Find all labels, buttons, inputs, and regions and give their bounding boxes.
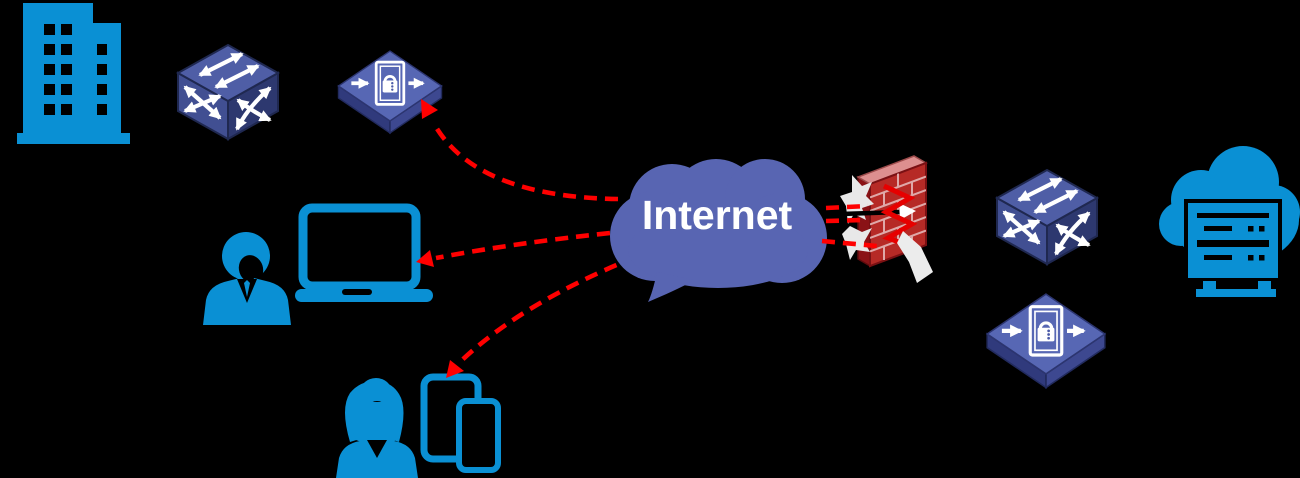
server-unit: [1197, 247, 1269, 269]
cloud-servers-icon: [1159, 146, 1300, 297]
building-windows: [44, 24, 107, 115]
datacenter-switch-icon: [997, 170, 1097, 264]
internet-label: Internet: [642, 192, 793, 238]
vpn-tunnel-arrows: [430, 120, 637, 364]
tunnel-to-branch-gateway: [430, 120, 619, 202]
branch-vpn-gateway-icon: [338, 51, 441, 133]
laptop-icon: [295, 203, 433, 302]
laptop-notch: [342, 289, 372, 295]
blocked-traffic-lines: [821, 183, 933, 283]
campus-switch-icon: [178, 45, 278, 139]
attack-arrowhead: [899, 203, 916, 220]
tunnel-to-tablet: [458, 254, 637, 364]
deflected-attack-zigzag: [880, 183, 918, 250]
datacenter-vpn-gateway-icon: [987, 294, 1105, 387]
server-unit: [1197, 218, 1269, 240]
phone-home-bar: [471, 462, 485, 466]
server-rack: [1184, 199, 1282, 297]
vpn-tunnel-arrowheads: [416, 99, 464, 378]
office-building-icon: [17, 3, 130, 144]
laptop-user-person-icon: [203, 232, 291, 325]
tunnel-to-laptop: [435, 230, 611, 261]
mobile-user-person-icon: [336, 378, 418, 478]
cloud-tail: [648, 272, 694, 302]
person-face: [238, 255, 264, 283]
smartphone-icon: [456, 398, 501, 473]
deflect-swoosh: [897, 231, 933, 283]
internet-cloud-icon: Internet: [610, 159, 827, 302]
person-tie: [244, 280, 250, 297]
person-collar: [367, 440, 387, 458]
